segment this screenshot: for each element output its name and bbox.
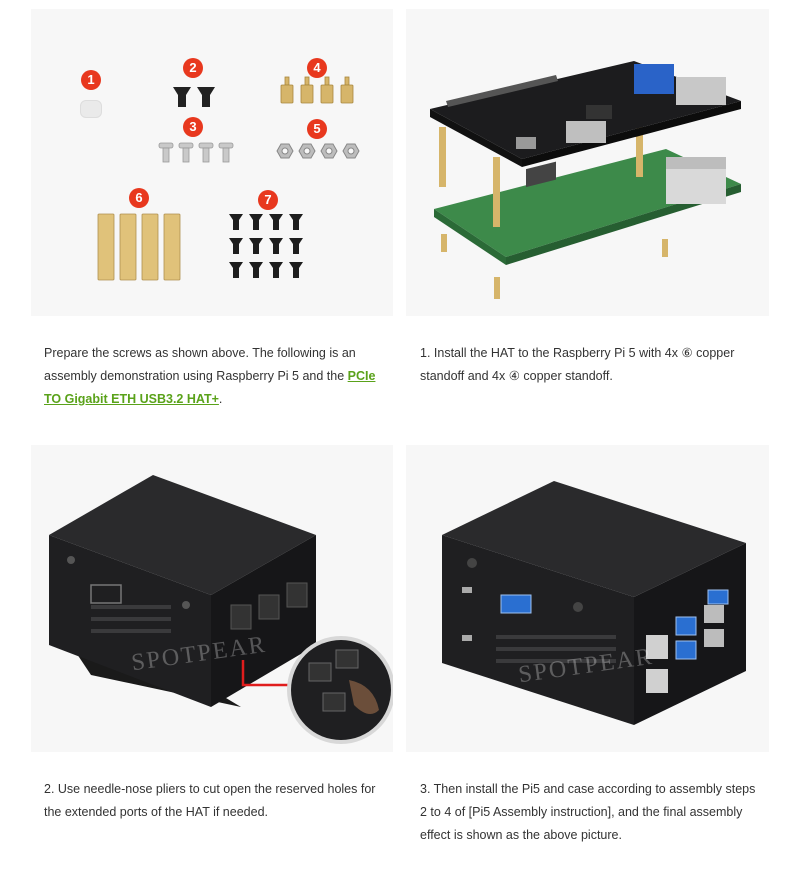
step2-caption: 2. Use needle-nose pliers to cut open th… (44, 782, 376, 819)
part-badge-4: 4 (307, 58, 327, 78)
hex-nuts-row (276, 143, 360, 159)
part-badge-2: 2 (183, 58, 203, 78)
final-assembly-illustration (442, 481, 746, 725)
part-badge-5: 5 (307, 119, 327, 139)
part-badge-1: 1 (81, 70, 101, 90)
case-cutting-image: SPOTPEAR (31, 445, 393, 752)
part-badge-3: 3 (183, 117, 203, 137)
case-cutting-illustration (49, 475, 393, 744)
black-screws-grid (229, 214, 303, 278)
part-badge-6: 6 (129, 188, 149, 208)
short-copper-standoffs (280, 76, 354, 104)
hat-on-pi5-image (406, 9, 769, 316)
intro-text: Prepare the screws as shown above. The f… (44, 346, 356, 383)
intro-caption: Prepare the screws as shown above. The f… (44, 342, 384, 411)
hat-stack-illustration (430, 61, 741, 299)
hat-product-link[interactable]: PCIe TO Gigabit ETH USB3.2 HAT+ (44, 369, 376, 406)
rubber-foot (80, 100, 102, 118)
step3-caption: 3. Then install the Pi5 and case accordi… (420, 782, 756, 842)
final-assembly-image: SPOTPEAR (406, 445, 769, 752)
long-copper-standoffs (97, 213, 181, 281)
parts-kit-image: 1 2 3 4 5 6 (31, 9, 393, 316)
step1-caption: 1. Install the HAT to the Raspberry Pi 5… (420, 346, 735, 383)
silver-screws-row (158, 142, 234, 163)
black-screws-pair (173, 87, 215, 107)
part-badge-7: 7 (258, 190, 278, 210)
intro-suffix: . (218, 392, 223, 406)
